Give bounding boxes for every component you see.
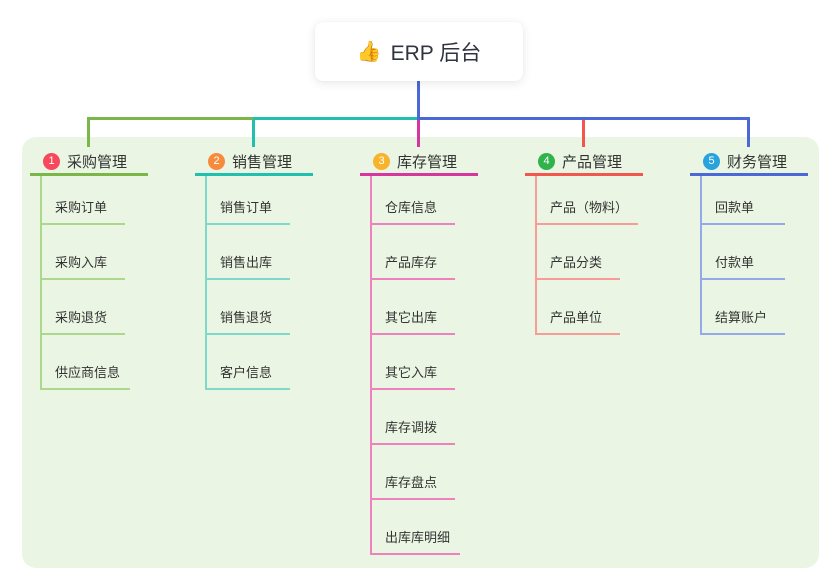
connector-root-trunk [416,81,420,120]
subtopic-row: 仓库信息 [370,176,460,225]
subtopic-row: 产品（物料） [535,176,639,225]
branch-3: 3 库存管理仓库信息产品库存其它出库其它入库库存调拨库存盘点出库库明细 [360,150,478,555]
subtopic-row: 其它出库 [370,280,460,335]
branch-topic-label: 采购管理 [67,154,128,171]
subtopic-row: 库存盘点 [370,445,460,500]
connector-drop-branch-1 [86,117,90,147]
subtopic-row: 产品库存 [370,225,460,280]
branch-1: 1 采购管理采购订单采购入库采购退货供应商信息 [30,150,148,390]
branch-subtopics: 仓库信息产品库存其它出库其它入库库存调拨库存盘点出库库明细 [370,176,461,555]
branch-2: 2 销售管理销售订单销售出库销售退货客户信息 [195,150,313,390]
root-topic-label: ERP 后台 [390,41,482,65]
branch-topic-label: 销售管理 [232,154,293,171]
subtopic-row: 供应商信息 [40,335,131,390]
subtopic-node[interactable]: 结算账户 [700,307,785,335]
thumbs-up-icon: 👍 [356,41,382,63]
branch-subtopics: 回款单付款单结算账户 [700,176,785,335]
subtopic-node[interactable]: 采购订单 [40,197,125,225]
branch-subtopics: 产品（物料） 产品分类产品单位 [535,176,639,335]
subtopic-node[interactable]: 库存调拨 [370,417,455,445]
subtopic-row: 采购入库 [40,225,130,280]
branch-number-badge: 5 [703,153,720,170]
subtopic-node[interactable]: 采购入库 [40,252,125,280]
subtopic-row: 销售订单 [205,176,290,225]
connector-rail-blue [418,117,750,120]
connector-rail-teal [253,117,418,120]
branch-topic-node[interactable]: 1 采购管理 [30,150,148,176]
subtopic-node[interactable]: 供应商信息 [40,362,131,390]
subtopic-node[interactable]: 其它出库 [370,307,455,335]
subtopic-row: 销售出库 [205,225,290,280]
subtopic-node[interactable]: 客户信息 [205,362,290,390]
subtopic-row: 销售退货 [205,280,290,335]
subtopic-row: 结算账户 [700,280,785,335]
branch-topic-node[interactable]: 3 库存管理 [360,150,478,176]
branch-topic-node[interactable]: 5 财务管理 [690,150,808,176]
subtopic-node[interactable]: 付款单 [700,252,785,280]
subtopic-node[interactable]: 采购退货 [40,307,125,335]
subtopic-row: 产品单位 [535,280,638,335]
subtopic-row: 回款单 [700,176,785,225]
subtopic-node[interactable]: 产品单位 [535,307,620,335]
subtopic-node[interactable]: 产品（物料） [535,197,639,225]
branch-number-badge: 1 [43,153,60,170]
subtopic-node[interactable]: 产品分类 [535,252,620,280]
subtopic-node[interactable]: 销售退货 [205,307,290,335]
branch-5: 5 财务管理回款单付款单结算账户 [690,150,808,335]
subtopic-row: 产品分类 [535,225,638,280]
connector-drop-branch-4 [581,117,585,147]
branch-topic-label: 库存管理 [397,154,458,171]
subtopic-node[interactable]: 库存盘点 [370,472,455,500]
subtopic-node[interactable]: 其它入库 [370,362,455,390]
connector-drop-branch-2 [251,117,255,147]
branch-subtopics: 采购订单采购入库采购退货供应商信息 [40,176,131,390]
branch-4: 4 产品管理产品（物料） 产品分类产品单位 [525,150,643,335]
subtopic-node[interactable]: 产品库存 [370,252,455,280]
subtopic-row: 客户信息 [205,335,290,390]
subtopic-node[interactable]: 出库库明细 [370,527,461,555]
subtopic-row: 采购退货 [40,280,130,335]
subtopic-row: 采购订单 [40,176,130,225]
branch-number-badge: 3 [373,153,390,170]
branch-number-badge: 2 [208,153,225,170]
subtopic-node[interactable]: 销售订单 [205,197,290,225]
branches-panel-background [22,137,819,568]
branch-subtopics: 销售订单销售出库销售退货客户信息 [205,176,290,390]
subtopic-row: 付款单 [700,225,785,280]
branch-topic-label: 产品管理 [562,154,623,171]
subtopic-node[interactable]: 仓库信息 [370,197,455,225]
branch-number-badge: 4 [538,153,555,170]
subtopic-row: 出库库明细 [370,500,461,555]
branch-topic-label: 财务管理 [727,154,788,171]
branch-topic-node[interactable]: 2 销售管理 [195,150,313,176]
subtopic-row: 库存调拨 [370,390,460,445]
subtopic-node[interactable]: 回款单 [700,197,785,225]
subtopic-row: 其它入库 [370,335,460,390]
connector-drop-branch-3 [416,117,420,147]
branch-topic-node[interactable]: 4 产品管理 [525,150,643,176]
root-topic-node[interactable]: 👍 ERP 后台 [315,22,523,81]
connector-rail-green [88,117,253,120]
subtopic-node[interactable]: 销售出库 [205,252,290,280]
connector-drop-branch-5 [746,117,750,147]
